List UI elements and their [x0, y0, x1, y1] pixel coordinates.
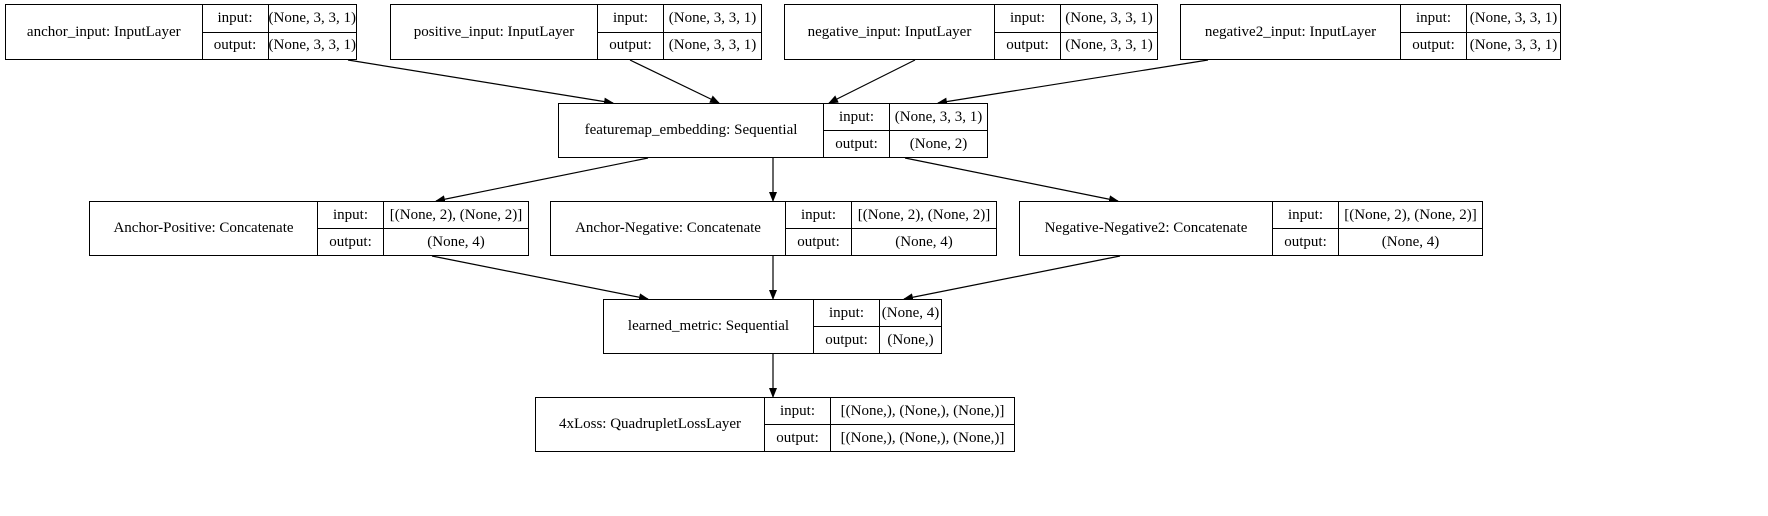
output-shape: (None, 2) [909, 135, 968, 152]
input-label: input: [814, 300, 880, 326]
output-row: output: (None, 2) [824, 130, 987, 157]
input-row: input:(None, 3, 3, 1) [1401, 5, 1560, 32]
input-label: input: [598, 5, 664, 32]
output-shape: (None, 3, 3, 1) [1469, 37, 1558, 54]
node-label: featuremap_embedding: Sequential [559, 104, 824, 157]
output-row: output:(None, 3, 3, 1) [995, 31, 1157, 59]
output-label: output: [203, 32, 269, 59]
input-row: input:(None, 3, 3, 1) [995, 5, 1157, 32]
input-label: input: [1401, 5, 1467, 32]
input-shape: [(None, 2), (None, 2)] [389, 206, 523, 223]
node-label: 4xLoss: QuadrupletLossLayer [536, 398, 765, 451]
output-shape: (None, 4) [895, 233, 953, 250]
output-label: output: [598, 32, 664, 59]
output-shape: [(None,), (None,), (None,)] [840, 429, 1005, 446]
edge-negative-negative2-to-learned-metric [903, 255, 1121, 302]
output-row: output: (None,) [814, 326, 941, 353]
node-label: learned_metric: Sequential [604, 300, 814, 353]
output-shape: (None, 3, 3, 1) [268, 37, 356, 54]
output-label: output: [765, 425, 831, 451]
input-shape: [(None, 2), (None, 2)] [1344, 206, 1477, 223]
output-row: output:(None, 3, 3, 1) [598, 31, 761, 59]
node-label: Anchor-Negative: Concatenate [551, 202, 786, 255]
edge-negative2-input-to-featuremap-embedding [937, 59, 1209, 106]
input-shape: (None, 4) [881, 304, 940, 321]
output-shape: (None, 3, 3, 1) [1065, 37, 1153, 54]
input-row: input:(None, 4) [814, 300, 941, 326]
input-row: input: [(None, 2), (None, 2)] [1273, 202, 1482, 228]
output-label: output: [814, 327, 880, 353]
input-row: input:(None, 3, 3, 1) [824, 104, 987, 130]
input-shape: (None, 3, 3, 1) [894, 108, 983, 125]
input-row: input:(None, 3, 3, 1) [203, 5, 356, 32]
output-label: output: [786, 229, 852, 255]
input-label: input: [1273, 202, 1339, 228]
node-io-table: input: [(None, 2), (None, 2)] output: (None… [1273, 202, 1482, 255]
output-shape: (None, 4) [427, 233, 485, 250]
input-label: input: [765, 398, 831, 424]
node-io-table: input:(None, 4)output: (None,) [814, 300, 941, 353]
edge-positive-input-to-featuremap-embedding [629, 59, 720, 104]
input-shape: (None, 3, 3, 1) [1469, 9, 1558, 26]
input-label: input: [786, 202, 852, 228]
output-row: output: (None, 4) [318, 228, 528, 255]
edge-featuremap-embedding-to-negative-negative2 [904, 157, 1119, 204]
input-shape: (None, 3, 3, 1) [268, 9, 356, 26]
output-label: output: [318, 229, 384, 255]
input-shape: [(None,), (None,), (None,)] [840, 402, 1005, 419]
node-label: positive_input: InputLayer [391, 5, 598, 59]
node-io-table: input: [(None, 2), (None, 2)] output: (None… [786, 202, 996, 255]
node-label: Anchor-Positive: Concatenate [90, 202, 318, 255]
node-io-table: input:(None, 3, 3, 1)output: (None, 2) [824, 104, 987, 157]
output-shape: (None, 3, 3, 1) [668, 37, 757, 54]
node-io-table: input:(None, 3, 3, 1)output:(None, 3, 3,… [995, 5, 1157, 59]
node-io-table: input:(None, 3, 3, 1)output:(None, 3, 3,… [202, 5, 356, 59]
output-label: output: [824, 131, 890, 157]
edge-anchor-input-to-featuremap-embedding [347, 59, 614, 106]
input-row: input: [(None, 2), (None, 2)] [318, 202, 528, 228]
node-io-table: input:(None, 3, 3, 1)output:(None, 3, 3,… [1401, 5, 1560, 59]
input-shape: (None, 3, 3, 1) [1065, 9, 1153, 26]
output-row: output:(None, 3, 3, 1) [202, 31, 356, 59]
input-shape: (None, 3, 3, 1) [668, 9, 757, 26]
output-row: output: (None, 4) [786, 228, 996, 255]
input-shape: [(None, 2), (None, 2)] [857, 206, 991, 223]
input-row: input:(None, 3, 3, 1) [598, 5, 761, 32]
output-row: output: (None, 4) [1273, 228, 1482, 255]
node-label: negative_input: InputLayer [785, 5, 995, 59]
edge-featuremap-embedding-to-anchor-positive [435, 157, 649, 204]
output-label: output: [1273, 229, 1339, 255]
node-io-table: input: [(None, 2), (None, 2)] output: (None… [318, 202, 528, 255]
output-row: output: [(None,), (None,), (None,)] [765, 424, 1014, 451]
input-label: input: [995, 5, 1061, 32]
output-shape: (None, 4) [1381, 233, 1440, 250]
input-label: input: [318, 202, 384, 228]
output-row: output:(None, 3, 3, 1) [1401, 31, 1560, 59]
input-label: input: [824, 104, 890, 130]
node-io-table: input:[(None,), (None,), (None,)]output:… [765, 398, 1014, 451]
input-label: input: [203, 5, 269, 32]
edge-negative-input-to-featuremap-embedding [828, 59, 916, 104]
node-io-table: input:(None, 3, 3, 1)output:(None, 3, 3,… [598, 5, 761, 59]
node-label: anchor_input: InputLayer [6, 5, 203, 59]
output-label: output: [1401, 32, 1467, 59]
edge-anchor-positive-to-learned-metric [431, 255, 649, 302]
output-label: output: [995, 32, 1061, 59]
node-label: negative2_input: InputLayer [1181, 5, 1401, 59]
input-row: input: [(None,), (None,), (None,)] [765, 398, 1014, 424]
node-label: Negative-Negative2: Concatenate [1020, 202, 1273, 255]
output-shape: (None,) [887, 331, 934, 348]
input-row: input: [(None, 2), (None, 2)] [786, 202, 996, 228]
